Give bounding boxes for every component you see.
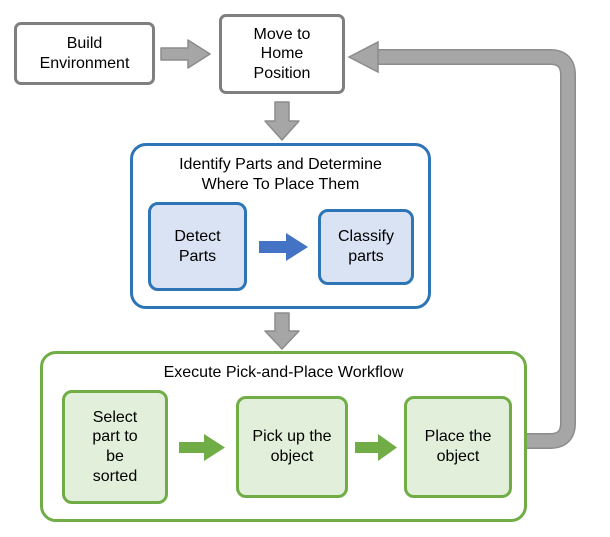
node-place-object-label: Place the object xyxy=(424,428,492,465)
node-pick-up-object-label: Pick up the object xyxy=(252,428,332,465)
arrow-right-green-1-icon xyxy=(179,434,225,461)
node-detect-parts-label: Detect Parts xyxy=(174,227,221,265)
node-detect-parts: Detect Parts xyxy=(148,202,247,291)
arrow-right-green-2-icon xyxy=(355,434,397,461)
arrow-down-gray-2-icon xyxy=(264,312,300,350)
arrow-down-gray-1-icon xyxy=(264,101,300,141)
node-place-object: Place the object xyxy=(404,396,512,498)
arrow-right-blue-icon xyxy=(259,233,308,261)
arrow-down-gray-1-shape xyxy=(264,101,300,141)
node-select-part-label: Select part to be sorted xyxy=(92,408,138,485)
node-move-to-home-position-label: Move to Home Position xyxy=(253,25,311,82)
arrow-down-gray-2-shape xyxy=(264,312,300,350)
arrow-right-green-1-shape xyxy=(179,434,225,461)
arrow-right-blue-shape xyxy=(259,233,308,261)
group-execute-workflow-title: Execute Pick-and-Place Workflow xyxy=(163,364,404,381)
node-move-to-home-position: Move to Home Position xyxy=(219,14,345,94)
node-build-environment-label: Build Environment xyxy=(39,34,130,72)
arrow-right-gray-icon xyxy=(160,39,211,69)
node-classify-parts: Classify parts xyxy=(318,209,414,285)
node-build-environment: Build Environment xyxy=(14,22,155,85)
arrow-right-gray-shape xyxy=(160,39,211,69)
node-classify-parts-label: Classify parts xyxy=(337,228,394,265)
group-identify-parts-title: Identify Parts and Determine Where To Pl… xyxy=(179,156,382,193)
loop-back-arrowhead-icon xyxy=(347,40,379,74)
arrow-right-green-2-shape xyxy=(355,434,397,461)
node-pick-up-object: Pick up the object xyxy=(236,396,348,498)
node-select-part: Select part to be sorted xyxy=(62,390,168,504)
